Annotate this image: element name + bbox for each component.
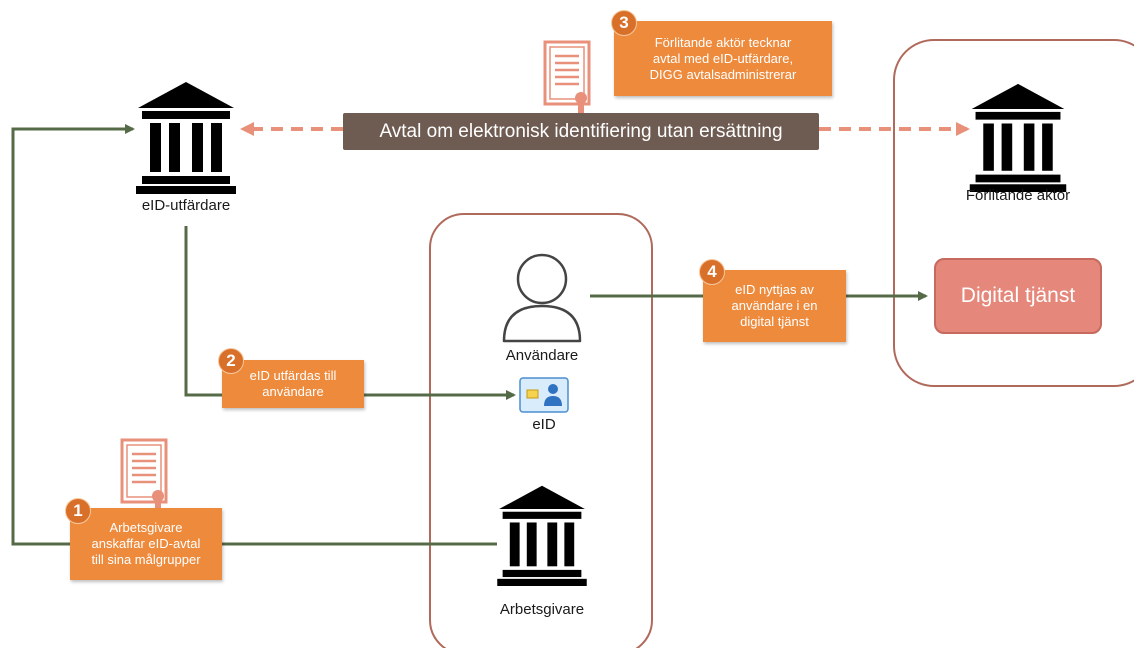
relying-party-group-container (893, 39, 1134, 387)
user-icon (502, 253, 582, 343)
bank-icon (497, 485, 587, 586)
eid-label: eID (532, 416, 556, 433)
id-card-icon (519, 377, 569, 413)
step-4-badge: 4 (699, 259, 725, 285)
step-1-badge: 1 (65, 498, 91, 524)
flow-line-employer-to-issuer (11, 124, 497, 546)
step-1-box: Arbetsgivare anskaffar eID-avtal till si… (70, 508, 222, 580)
step-4-box: eID nyttjas av användare i en digital tj… (703, 270, 846, 342)
agreement-banner: Avtal om elektronisk identifiering utan … (343, 113, 819, 150)
user-label: Användare (505, 347, 579, 364)
step-2-badge: 2 (218, 348, 244, 374)
bank-icon (969, 83, 1067, 192)
digital-service-box: Digital tjänst (934, 258, 1102, 334)
step-3-box: Förlitande aktör tecknar avtal med eID-u… (614, 21, 832, 96)
contract-document-icon (120, 438, 168, 512)
user-group-container (429, 213, 653, 648)
contract-document-icon (543, 40, 591, 114)
relying-party-label: Förlitande aktör (965, 187, 1071, 204)
flow-line-issuer-to-eid (184, 226, 516, 400)
employer-label: Arbetsgivare (499, 601, 585, 618)
step-3-badge: 3 (611, 10, 637, 36)
step-2-box: eID utfärdas till användare (222, 360, 364, 408)
issuer-label: eID-utfärdare (141, 197, 231, 214)
bank-icon (136, 82, 236, 194)
